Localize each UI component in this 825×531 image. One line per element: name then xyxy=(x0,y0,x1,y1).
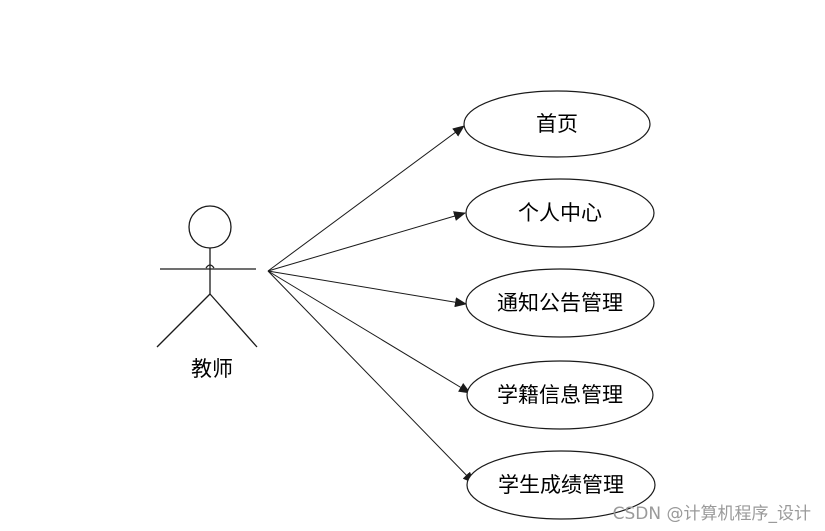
association-arrow xyxy=(267,270,475,484)
use-case-home: 首页 xyxy=(463,90,651,158)
actor-figure xyxy=(156,205,258,348)
use-case-label: 首页 xyxy=(536,112,578,136)
use-case-personal-center: 个人中心 xyxy=(465,178,655,248)
use-case-label: 个人中心 xyxy=(518,201,602,225)
actor-label: 教师 xyxy=(191,357,233,381)
association-arrow xyxy=(267,270,467,308)
actor-right-leg xyxy=(209,293,258,348)
actor-neck-mark xyxy=(205,264,215,269)
association-arrows xyxy=(267,125,475,484)
use-case-ellipse xyxy=(465,178,655,248)
use-case-ellipse xyxy=(466,450,656,520)
watermark: CSDN @计算机程序_设计 xyxy=(612,504,811,524)
use-case-label: 通知公告管理 xyxy=(497,291,623,315)
use-case-grade-management: 学生成绩管理 xyxy=(466,450,656,520)
use-case-ellipse xyxy=(465,268,655,338)
association-arrow xyxy=(267,125,465,272)
association-arrow xyxy=(267,211,466,272)
actor-left-leg xyxy=(156,293,211,348)
actor-head xyxy=(188,205,232,249)
use-case-ellipse xyxy=(463,90,651,158)
use-case-label: 学生成绩管理 xyxy=(498,473,624,497)
use-case-ellipse xyxy=(466,360,654,430)
use-case-notice-management: 通知公告管理 xyxy=(465,268,655,338)
use-case-enrollment-management: 学籍信息管理 xyxy=(466,360,654,430)
use-case-label: 学籍信息管理 xyxy=(497,383,623,407)
association-arrow xyxy=(267,270,471,394)
